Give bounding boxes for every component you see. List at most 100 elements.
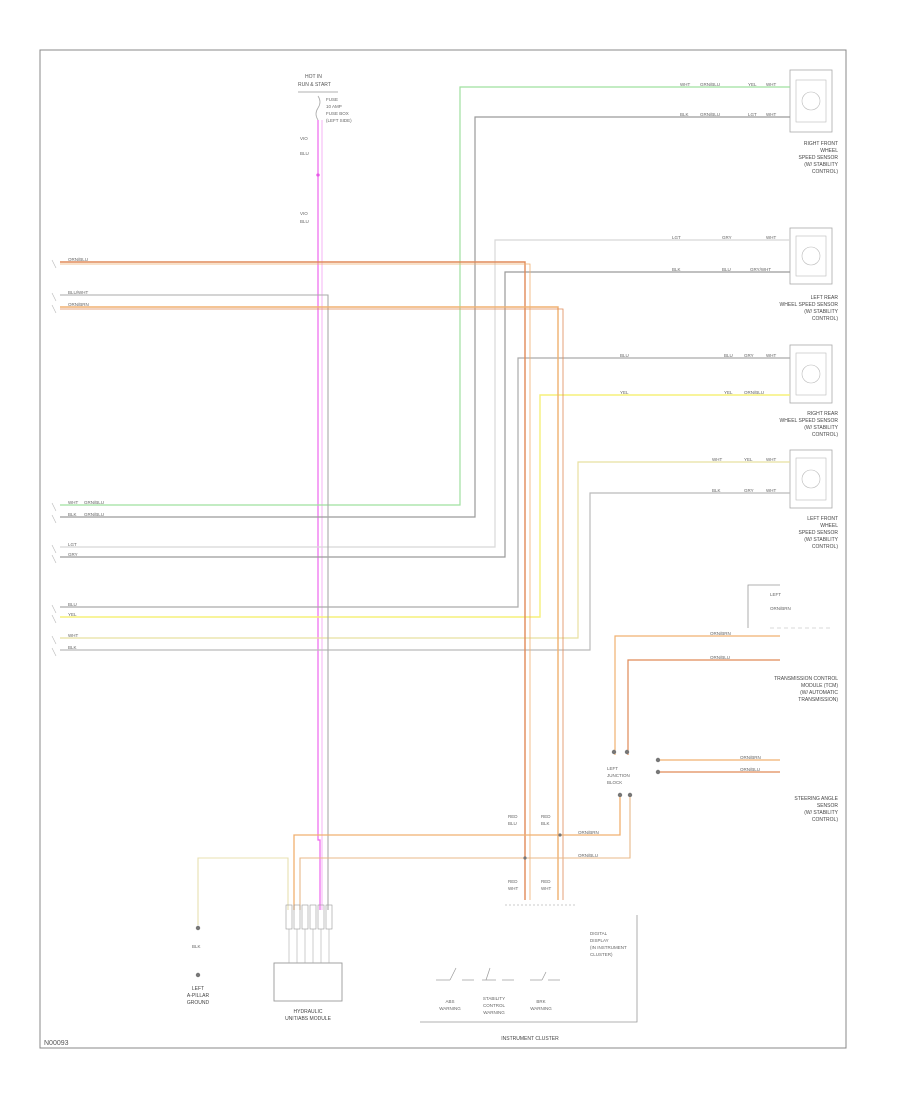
wire-tcm-1	[614, 635, 780, 755]
warning-brk-1: BRK	[536, 999, 545, 1004]
fuse-box-code-3: VIO	[300, 211, 308, 216]
sensor-lr-label-2: WHEEL SPEED SENSOR	[780, 302, 839, 308]
wire-lf-top-tan	[60, 461, 790, 639]
sensor-rr-label-2: WHEEL SPEED SENSOR	[780, 418, 839, 424]
sensor-rf-label-2: WHEEL	[820, 148, 838, 154]
code-rr-bot-1: YEL	[620, 390, 629, 395]
wire-orange-mid-2	[60, 308, 564, 900]
code-lf-top-3: WHT	[766, 457, 776, 462]
left-code-3: ORN/BRN	[68, 302, 89, 307]
steering-label-3: (W/ STABILITY	[804, 810, 838, 816]
wire-rr-top-gray	[60, 357, 790, 608]
cluster-side-label-3: (IN INSTRUMENT	[590, 945, 627, 950]
left-code-8: LGT	[68, 542, 77, 547]
left-code-1: ORN/BLU	[68, 257, 88, 262]
left-connector-ticks	[51, 259, 57, 657]
wire-vio-power	[317, 120, 321, 910]
sensor-left-rear	[789, 227, 833, 285]
code-rr-top-1: BLU	[620, 353, 629, 358]
tcm-label-2: MODULE (TCM)	[801, 683, 838, 689]
sensor-lr-label-1: LEFT REAR	[811, 295, 839, 301]
tcm-bracket	[747, 584, 780, 628]
cluster-bracket	[420, 915, 638, 1023]
steering-label-4: CONTROL)	[812, 817, 838, 823]
hydraulic-label-2: UNIT/ABS MODULE	[285, 1016, 332, 1022]
code-rf-top-2: GRN/BLU	[700, 82, 720, 87]
steering-label-2: SENSOR	[817, 803, 839, 809]
warning-stab-1: STABILITY	[483, 996, 505, 1001]
wire-orange-top-2	[60, 263, 531, 900]
wire-can-junction-2	[299, 797, 631, 910]
cluster-side-label-4: CLUSTER)	[590, 952, 613, 957]
sensor-right-rear	[789, 344, 833, 404]
sensor-lr-label-4: CONTROL)	[812, 316, 838, 322]
code-rr-bot-2: YEL	[724, 390, 733, 395]
diagram-frame	[39, 49, 847, 1049]
sensor-lr-label-3: (W/ STABILITY	[804, 309, 838, 315]
fuse-label-2: 10 AMP	[326, 104, 342, 109]
ground-dot-1	[195, 925, 201, 931]
fuse-box-code-1: VIO	[300, 136, 308, 141]
sensor-lf-label-1: LEFT FRONT	[807, 516, 838, 522]
steer-code-2: ORN/BLU	[740, 767, 760, 772]
tcm-label-3: (W/ AUTOMATIC	[800, 690, 838, 696]
junction-dot-1	[611, 749, 617, 755]
code-lf-top-2: YEL	[744, 457, 753, 462]
cluster-label: INSTRUMENT CLUSTER	[501, 1036, 559, 1042]
splice-dot-cluster-1	[523, 856, 527, 860]
wire-brown-ground	[197, 857, 289, 925]
code-rf-top-3: YEL	[748, 82, 757, 87]
fuse-label-4: (LEFT SIDE)	[326, 118, 352, 123]
code-rf-bot-1: BLK	[680, 112, 689, 117]
power-label-line1: HOT IN	[305, 74, 322, 80]
code-rr-top-3: GRY	[744, 353, 754, 358]
vert-code-6: WHT	[508, 886, 518, 891]
code-lf-bot-1: BLK	[712, 488, 721, 493]
left-code-2: BLU/WHT	[68, 290, 89, 295]
hydraulic-unit-box	[273, 962, 343, 1002]
ground-code: BLK	[192, 944, 201, 949]
fuse-symbol	[315, 95, 321, 121]
wire-orange-mid	[60, 306, 559, 900]
sensor-rr-label-4: CONTROL)	[812, 432, 838, 438]
cluster-side-label-2: DISPLAY	[590, 938, 609, 943]
junction-label-2: JUNCTION	[607, 773, 630, 778]
tcm-code-1: ORN/BRN	[710, 631, 731, 636]
wire-gray-mid	[60, 294, 329, 910]
junction-label-1: LEFT	[607, 766, 618, 771]
hydraulic-unit-pins	[285, 904, 333, 963]
left-code-7: GRN/BLU	[84, 512, 104, 517]
junction-dot-2	[624, 749, 630, 755]
code-rf-top-1: WHT	[680, 82, 690, 87]
vert-code-4: BLK	[541, 821, 550, 826]
ground-label-2: A-PILLAR	[187, 993, 210, 999]
steering-dot-2	[655, 769, 661, 775]
code-rr-bot-3: ORN/BLU	[744, 390, 764, 395]
code-rr-top-2: BLU	[724, 353, 733, 358]
sensor-rr-label-1: RIGHT REAR	[807, 411, 838, 417]
tcm-label-1: TRANSMISSION CONTROL	[774, 676, 838, 682]
vert-code-7: RED	[541, 879, 551, 884]
sensor-rf-label-1: RIGHT FRONT	[804, 141, 838, 147]
fuse-box-code-2: BLU	[300, 151, 309, 156]
code-lr-top-3: WHT	[766, 235, 776, 240]
splice-dot-cluster-2	[558, 833, 562, 837]
cluster-side-label-1: DIGITAL	[590, 931, 608, 936]
vert-code-3: RED	[541, 814, 551, 819]
code-lf-top-1: WHT	[712, 457, 722, 462]
sensor-right-front	[789, 69, 833, 133]
fuse-label-1: FUSE	[326, 97, 338, 102]
junction-dot-4	[627, 792, 633, 798]
wire-lr-top-gray	[60, 239, 790, 548]
ground-label-3: GROUND	[187, 1000, 210, 1006]
code-lr-top-1: LGT	[672, 235, 681, 240]
code-rf-bot-4: WHT	[766, 112, 776, 117]
sensor-rf-label-4: (W/ STABILITY	[804, 162, 838, 168]
power-label-line2: RUN & START	[298, 82, 331, 88]
code-rf-bot-2: GRN/BLU	[700, 112, 720, 117]
tcm-top-label-1: LEFT	[770, 592, 781, 597]
left-code-5: GRN/BLU	[84, 500, 104, 505]
warning-stab-3: WARNING	[483, 1010, 505, 1015]
tcm-code-2: ORN/BLU	[710, 655, 730, 660]
